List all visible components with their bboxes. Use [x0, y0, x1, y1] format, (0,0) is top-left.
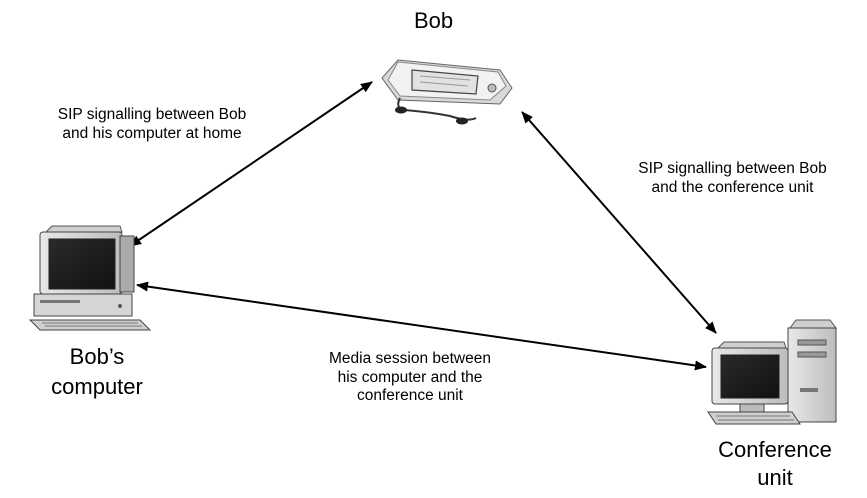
desktop-computer-icon — [28, 225, 152, 331]
bob-label: Bob — [414, 8, 454, 33]
bobs-computer-label-line-2: computer — [51, 374, 143, 399]
edge-label-bob-conference-line-2: and the conference unit — [651, 178, 814, 196]
edge-label-computer-conference-line-2: his computer and the — [337, 368, 483, 386]
edge-label-bob-conference: SIP signalling between Bob and the confe… — [600, 160, 865, 197]
conference-unit-label-line-2: unit — [757, 465, 793, 490]
arrow-bob-to-conference — [521, 111, 717, 334]
pda-icon — [381, 59, 513, 125]
edge-label-bob-computer-line-2: and his computer at home — [62, 124, 242, 142]
bobs-computer-label: Bob’s computer — [32, 342, 162, 402]
conference-unit-label: Conference unit — [700, 436, 850, 492]
edge-label-computer-conference-line-1: Media session between — [329, 350, 491, 367]
edge-label-bob-computer: SIP signalling between Bob and his compu… — [2, 106, 302, 143]
arrow-computer-to-conference — [136, 281, 707, 371]
edge-label-bob-conference-line-1: SIP signalling between Bob — [638, 160, 827, 177]
arrow-bob-to-computer — [129, 81, 373, 247]
edge-label-bob-computer-line-1: SIP signalling between Bob — [57, 106, 247, 123]
conference-unit-label-line-1: Conference — [718, 437, 832, 462]
bobs-computer-label-line-1: Bob’s — [69, 344, 125, 369]
edge-label-computer-conference: Media session between his computer and t… — [290, 350, 530, 406]
tower-computer-icon — [707, 319, 837, 425]
edge-label-computer-conference-line-3: conference unit — [357, 387, 463, 405]
